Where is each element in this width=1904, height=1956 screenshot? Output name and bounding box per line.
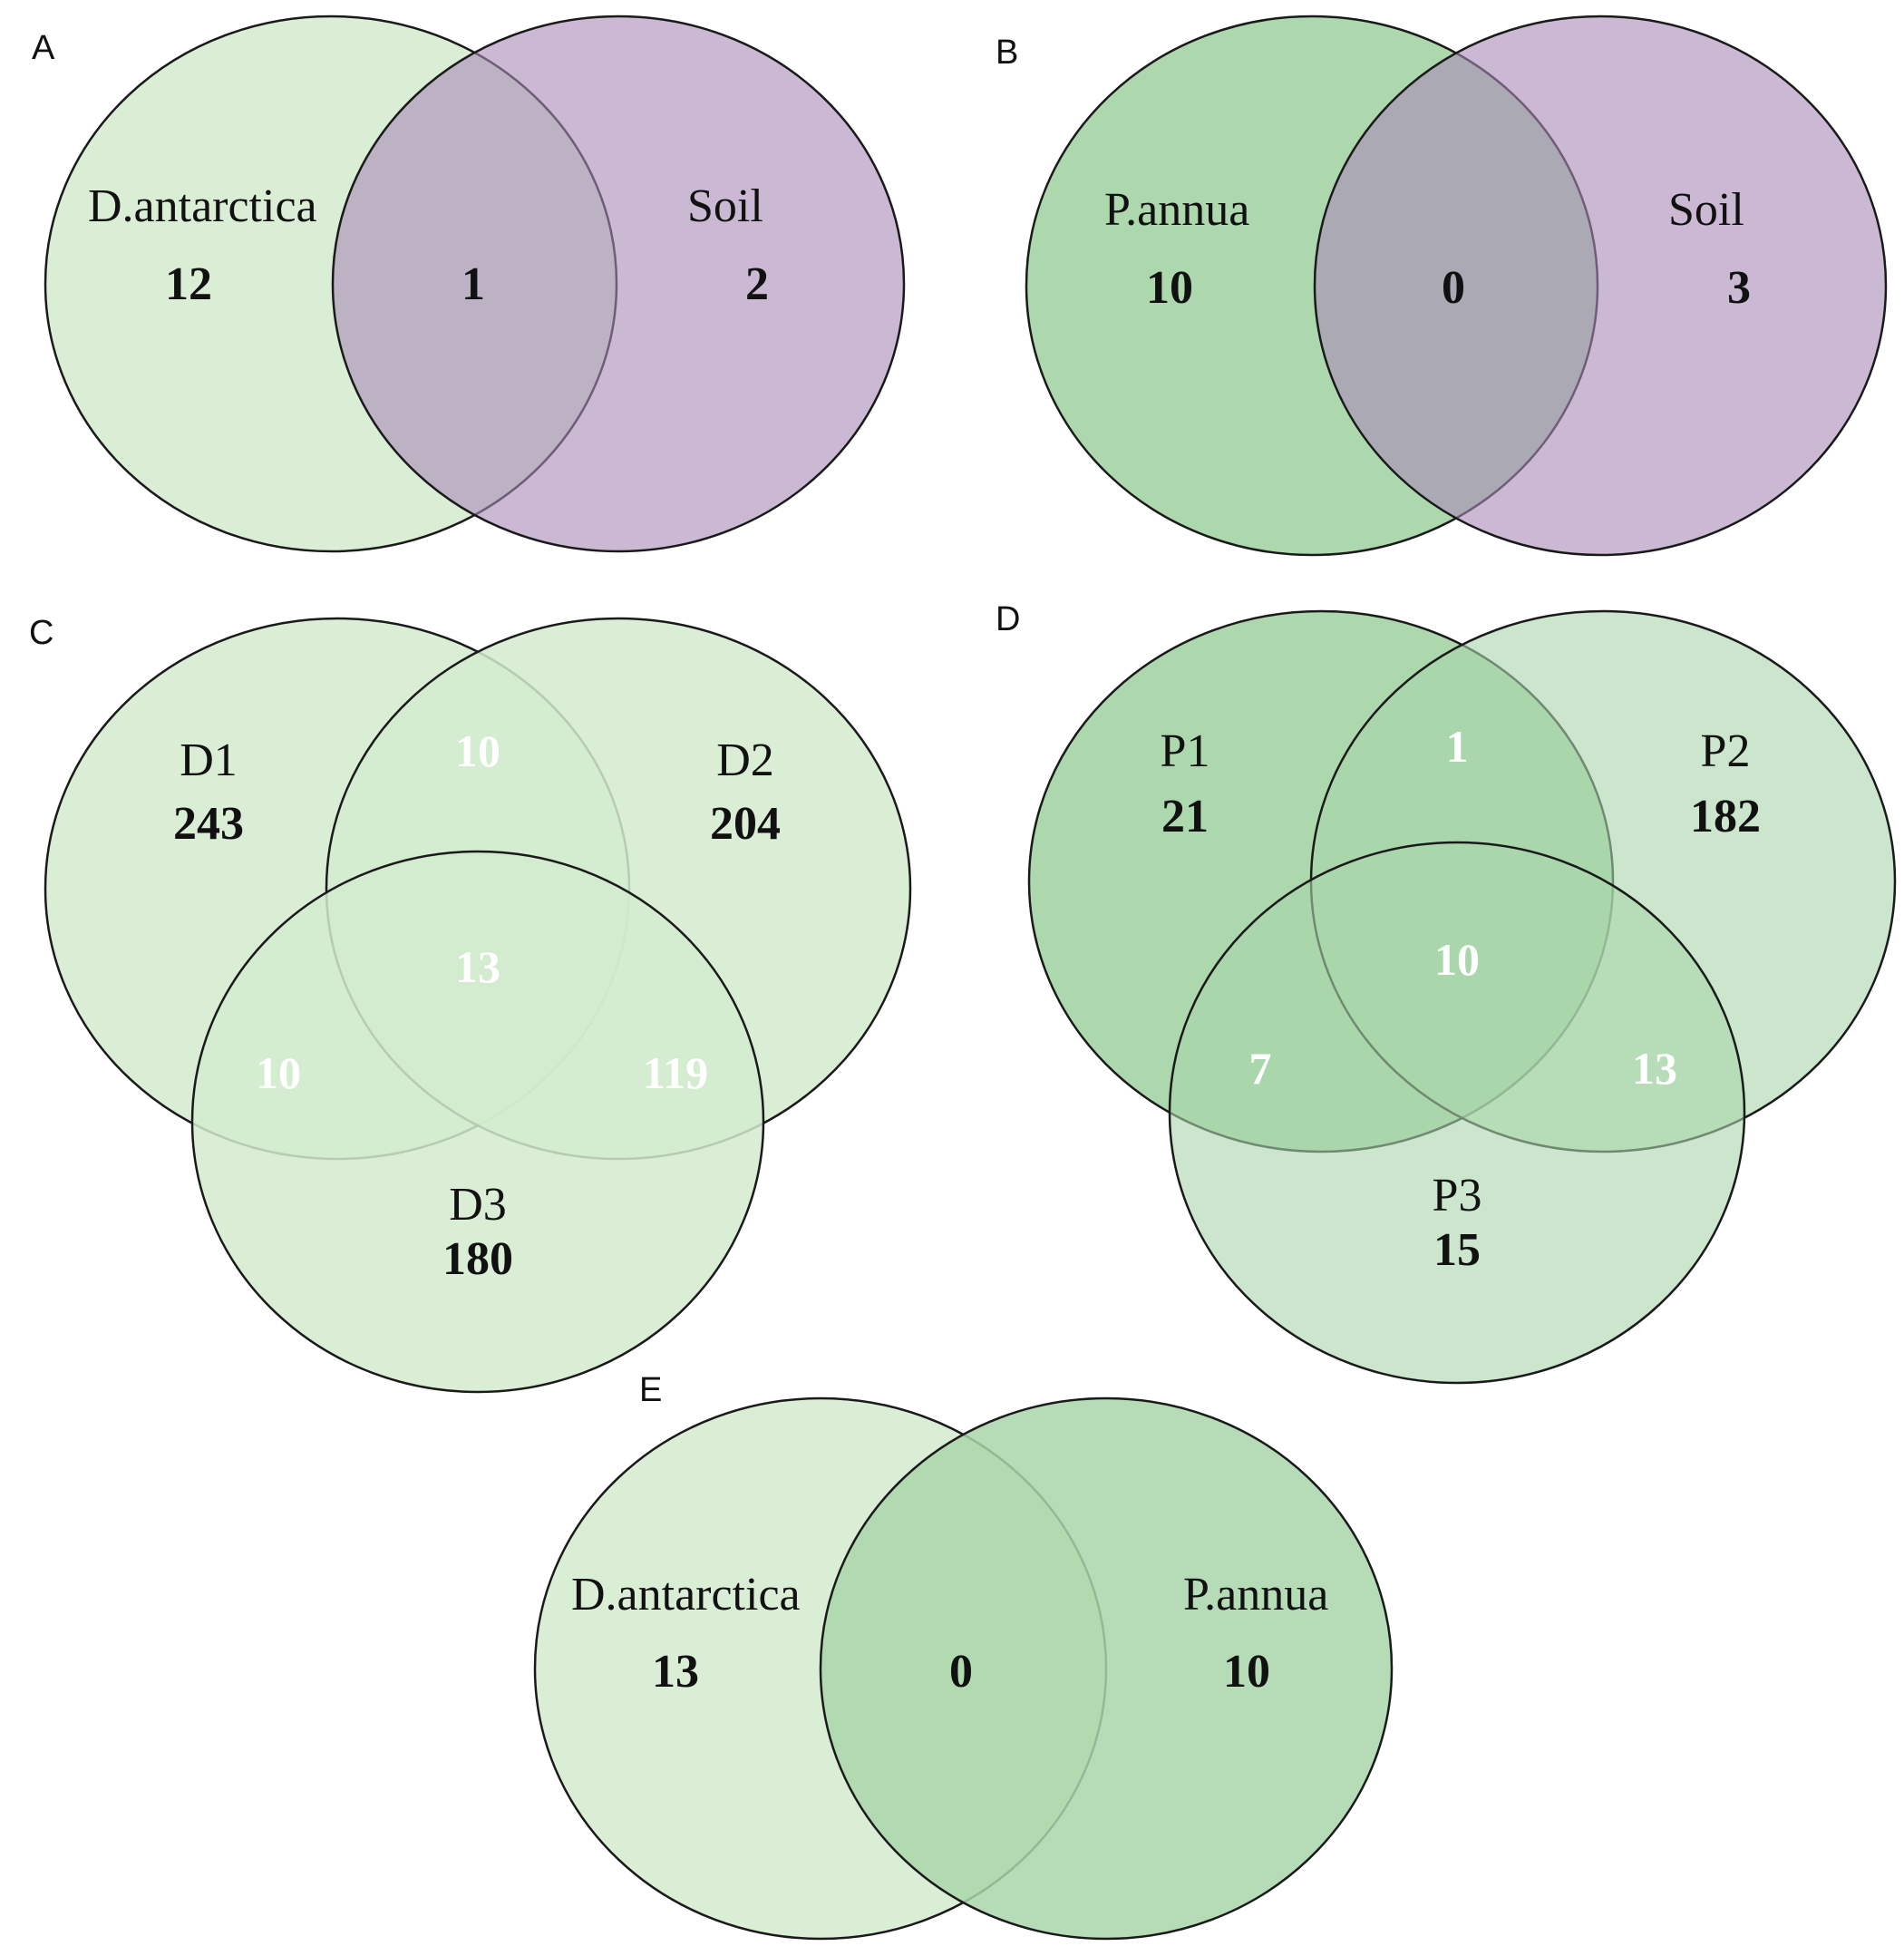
count-d2-only: 204 [710,798,781,850]
venn-circle-p-annua [819,1396,1394,1941]
count-p1-p2-p3: 10 [1434,934,1480,985]
panel-e: E D.antarctica P.annua 13 0 10 [533,1371,1394,1941]
venn-circle-d3 [190,850,765,1394]
count-shared: 1 [461,258,485,310]
count-d1-only: 243 [173,798,244,850]
count-p-annua-only: 10 [1223,1646,1270,1698]
panel-d-letter: D [996,600,1020,638]
set-label-p-annua: P.annua [1183,1569,1328,1620]
panel-a-letter: A [32,29,55,67]
count-p2-only: 182 [1690,791,1761,842]
count-d1-d2: 10 [455,725,500,776]
count-d-antarctica-only: 13 [652,1646,699,1698]
set-label-d2: D2 [716,735,774,786]
venn-circle-soil [331,15,906,553]
set-label-p1: P1 [1161,725,1210,777]
count-p-annua-only: 10 [1146,262,1193,314]
set-label-d-antarctica: D.antarctica [88,180,317,232]
count-p1-p3: 7 [1249,1043,1272,1094]
count-d1-d2-d3: 13 [455,941,500,992]
count-d-antarctica-only: 12 [165,258,212,310]
panel-a: A D.antarctica Soil 12 1 2 [32,15,906,553]
count-shared: 0 [1442,262,1465,314]
set-label-soil: Soil [1668,184,1744,236]
panel-b-letter: B [996,34,1018,72]
set-label-soil: Soil [687,180,763,232]
panel-b: B P.annua Soil 10 0 3 [996,15,1888,557]
count-p2-p3: 13 [1632,1043,1677,1094]
panel-d: D P1 P2 P3 21 182 15 1 7 13 10 [996,600,1897,1385]
count-p3-only: 15 [1433,1224,1481,1276]
venn-circle-p3 [1168,841,1746,1385]
panel-c: C D1 D2 D3 243 204 180 10 10 119 13 [29,614,912,1394]
set-label-p-annua: P.annua [1104,184,1249,236]
panel-c-letter: C [29,614,53,652]
count-p1-p2: 1 [1446,721,1469,772]
count-shared: 0 [949,1646,973,1698]
count-soil-only: 3 [1727,262,1751,314]
panel-e-letter: E [639,1371,662,1409]
venn-circle-soil [1313,15,1888,557]
count-d1-d3: 10 [256,1047,301,1098]
set-label-d-antarctica: D.antarctica [571,1569,801,1620]
count-d2-d3: 119 [643,1047,708,1098]
set-label-d1: D1 [180,735,238,786]
set-label-p3: P3 [1433,1170,1482,1221]
count-p1-only: 21 [1161,791,1209,842]
count-soil-only: 2 [745,258,769,310]
set-label-d3: D3 [449,1179,507,1231]
set-label-p2: P2 [1701,725,1751,777]
count-d3-only: 180 [442,1233,513,1285]
